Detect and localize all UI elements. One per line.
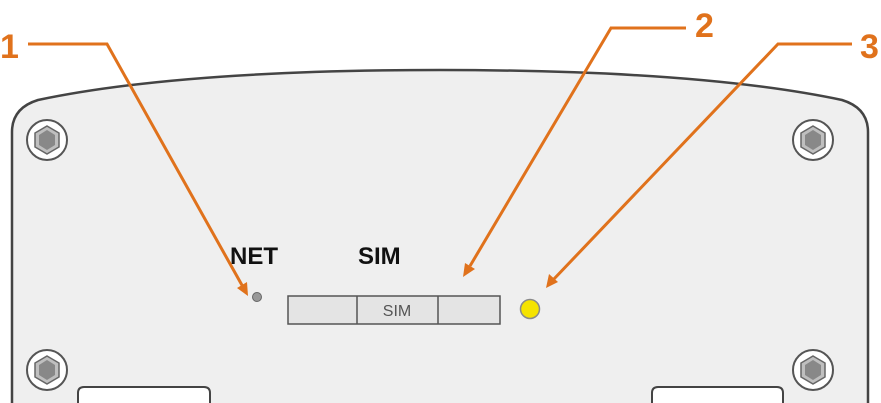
callout-3: 3 (546, 28, 879, 288)
sim-label: SIM (358, 243, 401, 270)
callout-2: 2 (463, 7, 714, 277)
callout-number-3: 3 (860, 28, 879, 66)
callout-1: 1 (0, 28, 248, 296)
mounting-rail-icon-left (77, 386, 211, 403)
callout-number-2: 2 (695, 7, 714, 45)
hex-screw-icon-bottom-left (26, 349, 68, 391)
callout-number-1: 1 (0, 28, 19, 66)
device-housing (10, 68, 870, 403)
sim-slot: SIM (287, 295, 501, 325)
mounting-rail-icon-right (651, 386, 784, 403)
sim-slot-label: SIM (383, 303, 411, 320)
net-label: NET (230, 243, 278, 270)
hex-screw-icon-top-left (26, 119, 68, 161)
hex-screw-icon-top-right (792, 119, 834, 161)
status-led (519, 298, 541, 320)
net-led (252, 292, 262, 302)
hex-screw-icon-bottom-right (792, 349, 834, 391)
